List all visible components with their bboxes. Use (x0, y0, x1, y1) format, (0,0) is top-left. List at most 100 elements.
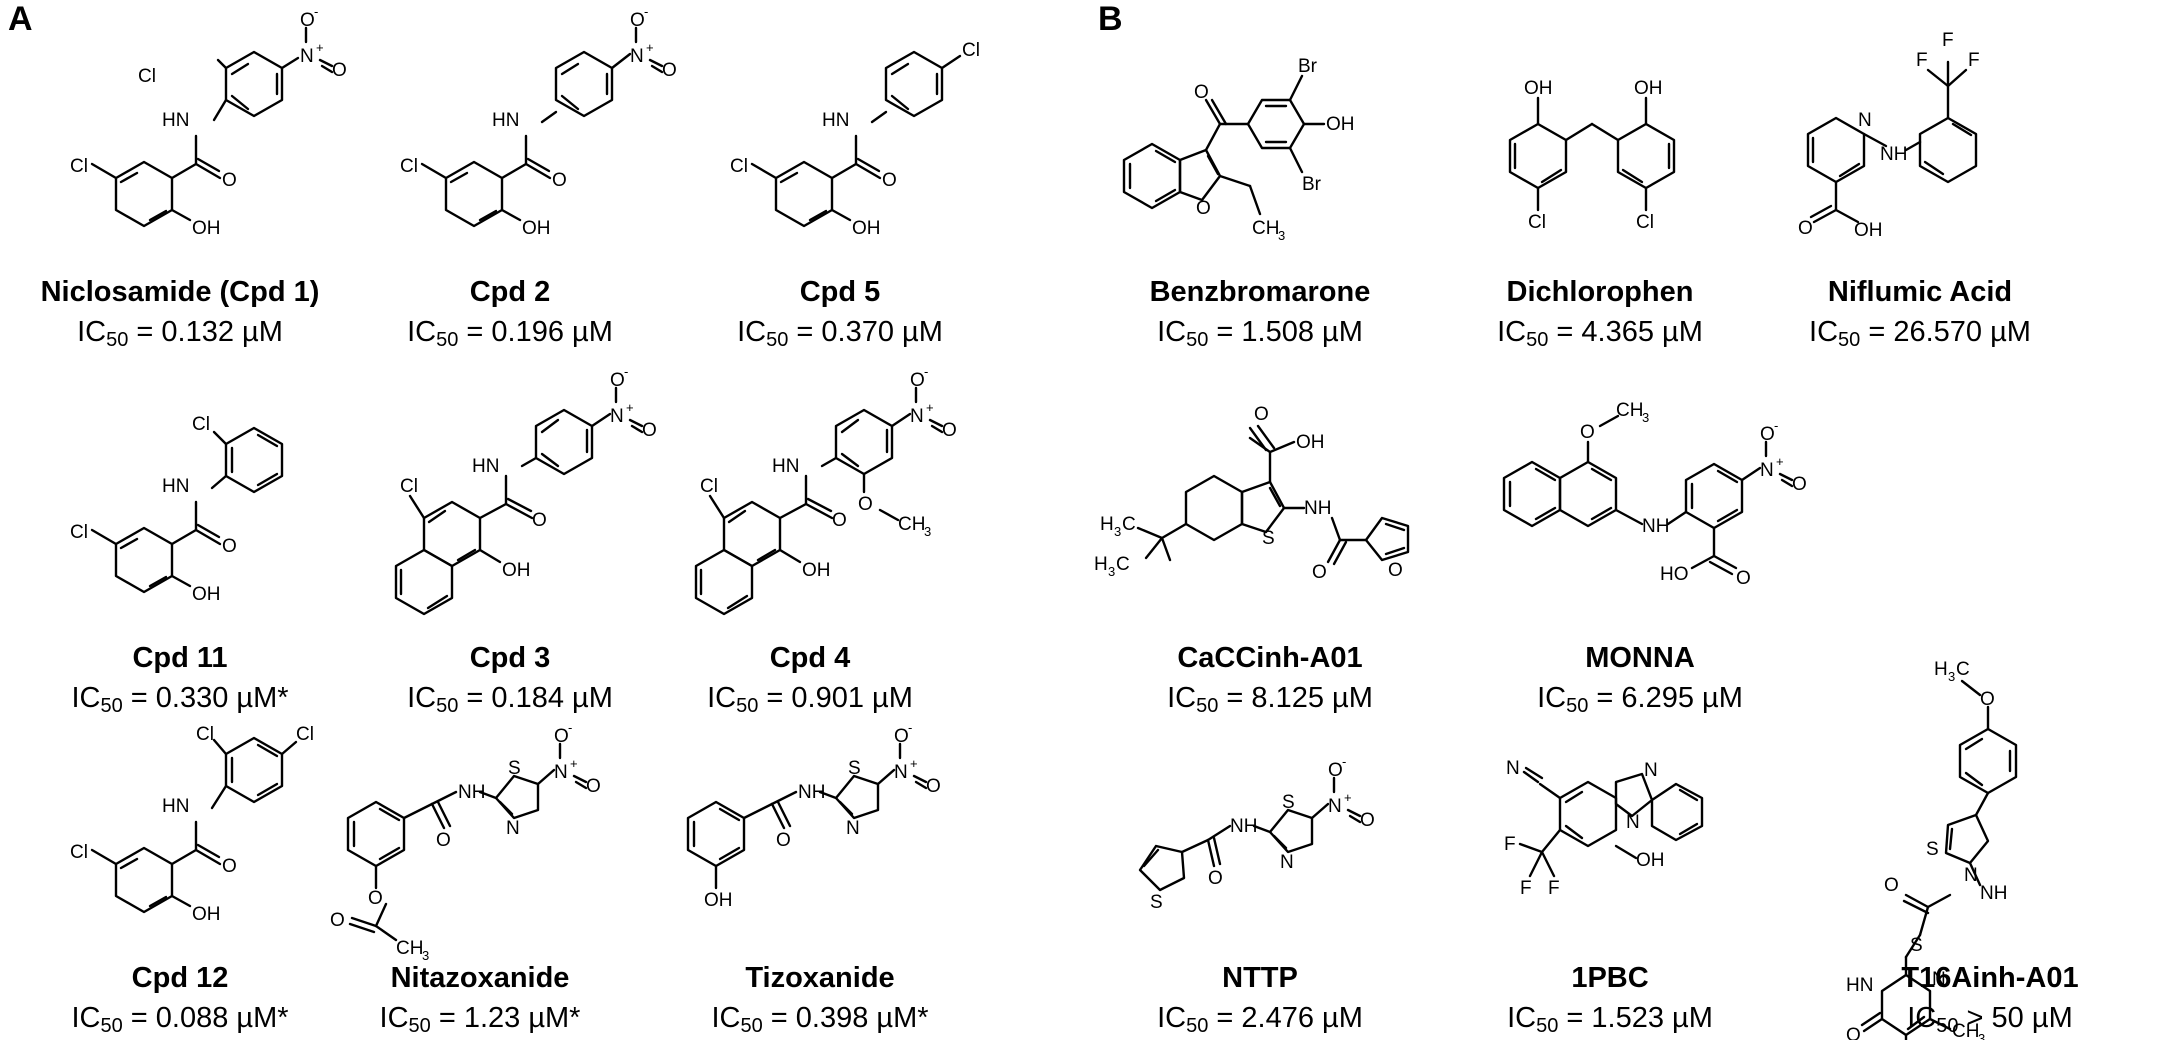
atom-label: + (316, 40, 324, 55)
atom-label: OH (852, 218, 881, 239)
compound-name: Tizoxanide (745, 962, 895, 994)
atom-label: N (630, 46, 644, 67)
atom-label: HN (162, 796, 189, 817)
atom-label: NH (1304, 498, 1331, 519)
atom-label: N (1964, 865, 1978, 886)
atom-label: Cl (962, 40, 980, 61)
atom-label: 3 (1278, 228, 1285, 243)
ic50-value: IC50 = 1.523 µM (1507, 1002, 1713, 1037)
atom-label: - (1774, 418, 1778, 433)
atom-label: HN (162, 110, 189, 131)
atom-label: OH (1636, 850, 1665, 871)
compound-monna: O CH 3 NH HO O N + O - O MONNA IC50 = 6.… (1460, 380, 1820, 720)
atom-label: Cl (296, 724, 314, 745)
atom-label: O (1360, 810, 1375, 831)
atom-label: F (1942, 30, 1954, 51)
structure-nttp: S O NH S N N + O - O (1138, 754, 1375, 913)
ic50-value: IC50 = 6.295 µM (1537, 682, 1743, 717)
atom-label: H (1100, 514, 1114, 535)
atom-label: F (1916, 50, 1928, 71)
atom-label: N (506, 818, 520, 839)
atom-label: - (568, 720, 572, 735)
atom-label: 3 (1114, 524, 1121, 539)
structure-tizoxanide: NH O S N OH N + O - O (686, 720, 941, 911)
ic50-value: IC50 = 26.570 µM (1809, 316, 2031, 351)
atom-label: O (926, 776, 941, 797)
atom-label: - (924, 364, 928, 379)
atom-label: Cl (700, 476, 718, 497)
atom-label: - (624, 364, 628, 379)
atom-label: OH (1854, 220, 1883, 241)
atom-label: F (1548, 878, 1560, 899)
compound-benzbromarone: O O Br OH Br CH 3 Benzbromarone IC50 = 1… (1080, 14, 1440, 354)
atom-label: + (910, 756, 918, 771)
compound-name: Nitazoxanide (390, 962, 570, 994)
atom-label: 3 (1948, 669, 1955, 684)
atom-label: 3 (1108, 564, 1115, 579)
atom-label: C (1122, 514, 1136, 535)
ic50-value: IC50 = 4.365 µM (1497, 316, 1703, 351)
atom-label: NH (458, 782, 485, 803)
atom-label: O (300, 10, 315, 31)
atom-label: OH (802, 560, 831, 581)
atom-label: OH (192, 904, 221, 925)
atom-label: HN (772, 456, 799, 477)
compound-name: CaCCinh-A01 (1177, 642, 1363, 674)
atom-label: O (222, 170, 237, 191)
atom-label: N (1626, 812, 1640, 833)
atom-label: N (910, 406, 924, 427)
atom-label: + (646, 40, 654, 55)
atom-label: O (1580, 422, 1595, 443)
atom-label: Cl (70, 522, 88, 543)
atom-label: + (1344, 790, 1352, 805)
compound-name: Cpd 4 (769, 642, 851, 674)
atom-label: HO (1660, 564, 1689, 585)
ic50-value: IC50 = 8.125 µM (1167, 682, 1373, 717)
compound-name: Cpd 11 (132, 642, 228, 674)
atom-label: O (630, 10, 645, 31)
compound-t16ainh-a01: S N NH O S HN N O CH 3 H 3 C H 3 C O T16… (1810, 659, 2170, 1040)
ic50-value: IC50 > 50 µM (1907, 1002, 2073, 1037)
compound-name: Niclosamide (Cpd 1) (40, 276, 320, 308)
atom-label: S (1926, 839, 1939, 860)
atom-label: N (1506, 758, 1520, 779)
atom-label: Cl (70, 842, 88, 863)
compound-cpd-3: HN O Cl OH N + O - O Cpd 3 IC50 = 0.184 … (330, 364, 690, 720)
panel-label-a: A (8, 0, 33, 38)
atom-label: HN (492, 110, 519, 131)
atom-label: O (368, 888, 383, 909)
atom-label: O (222, 536, 237, 557)
structure-caccinh-a01: O OH NH S O O H 3 C H 3 C (1094, 404, 1410, 583)
atom-label: N (554, 762, 568, 783)
ic50-value: IC50 = 0.184 µM (407, 682, 613, 717)
compound-name: Cpd 3 (469, 642, 551, 674)
atom-label: CH (1952, 1021, 1979, 1040)
atom-label: O (222, 856, 237, 877)
atom-label: Cl (1528, 212, 1546, 233)
atom-label: O (436, 830, 451, 851)
atom-label: HN (1846, 975, 1873, 996)
atom-label: C (1116, 554, 1130, 575)
atom-label: O (882, 170, 897, 191)
ic50-value: IC50 = 0.398 µM* (711, 1002, 929, 1037)
ic50-value: IC50 = 0.370 µM (737, 316, 943, 351)
atom-label: Br (1302, 174, 1322, 195)
atom-label: Cl (192, 414, 210, 435)
atom-label: O (910, 370, 925, 391)
atom-label: C (1956, 659, 1970, 680)
atom-label: O (1760, 424, 1775, 445)
atom-label: O (610, 370, 625, 391)
atom-label: O (1208, 868, 1223, 889)
compound-dichlorophen: OH OH Cl Cl Dichlorophen IC50 = 4.365 µM (1420, 14, 1780, 354)
atom-label: O (662, 60, 677, 81)
atom-label: S (848, 758, 861, 779)
atom-label: Cl (138, 66, 156, 87)
atom-label: S (1910, 935, 1923, 956)
compound-tizoxanide: NH O S N OH N + O - O Tizoxanide IC50 = … (640, 700, 1000, 1040)
compound-name: Cpd 12 (131, 962, 229, 994)
atom-label: OH (1296, 432, 1325, 453)
atom-label: - (908, 720, 912, 735)
structure-cpd-11: HN O Cl OH Cl (70, 414, 284, 605)
atom-label: N (610, 406, 624, 427)
atom-label: NH (1880, 144, 1907, 165)
